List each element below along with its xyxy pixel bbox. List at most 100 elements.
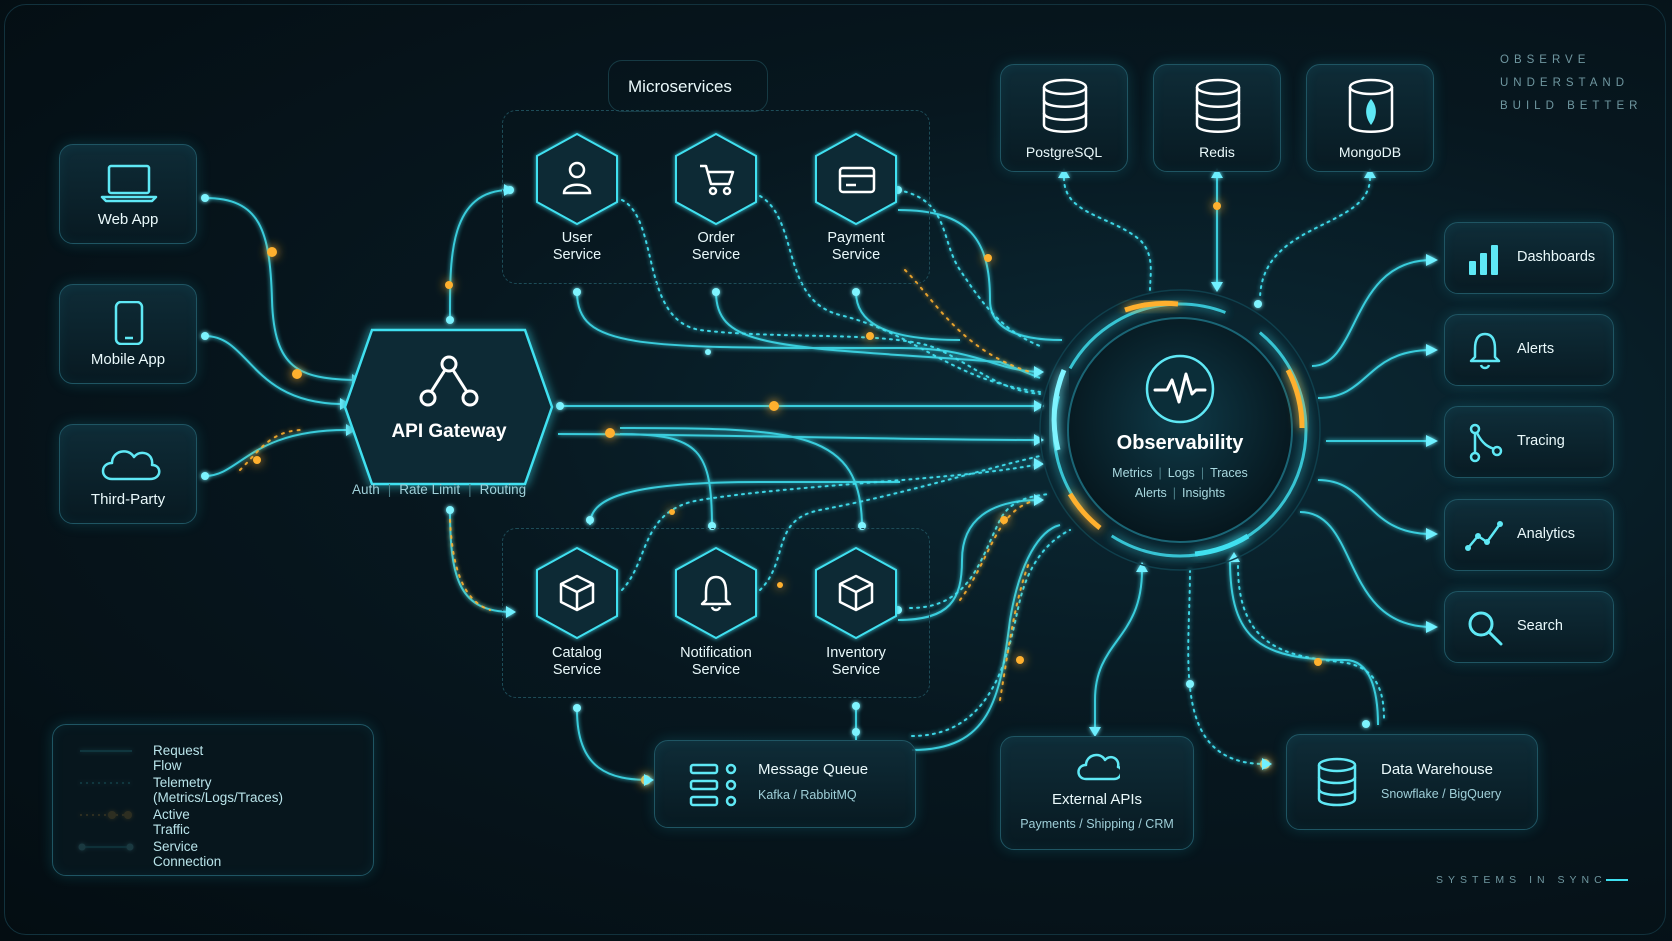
flow-gateway-obs-2	[557, 433, 1041, 441]
arrow-head	[504, 184, 514, 196]
output-dashboards[interactable]: Dashboards	[1444, 222, 1614, 294]
service-label-line-2: Service	[552, 247, 602, 263]
output-label: Tracing	[1517, 433, 1565, 449]
traffic-dot	[292, 369, 302, 379]
service-label-line-1: Inventory	[826, 645, 886, 661]
arrow-head	[644, 774, 654, 786]
telemetry-queue-obs	[911, 529, 1071, 737]
bar-chart-icon	[1469, 245, 1498, 275]
external-apis-subtitle: Payments / Shipping / CRM	[1020, 817, 1174, 831]
network-nodes-icon	[419, 355, 479, 407]
endpoint-dot	[705, 349, 711, 355]
arrow-head	[1034, 458, 1044, 470]
gateway-features: Auth|Rate Limit|Routing	[352, 482, 527, 497]
endpoint-dot	[201, 194, 209, 202]
client-label: Third-Party	[90, 491, 166, 508]
database-label: Redis	[1199, 144, 1235, 160]
endpoint-dot	[852, 288, 860, 296]
tagline-line-1: OBSERVE	[1500, 54, 1591, 66]
traffic-dot	[777, 582, 783, 588]
endpoint-dot	[446, 506, 454, 514]
service-notification[interactable]: Notification Service	[656, 645, 776, 679]
telemetry-user-obs	[621, 199, 1041, 395]
traffic-dot	[1314, 658, 1322, 666]
arrow-head	[1426, 528, 1438, 540]
trace-graph-icon	[1469, 423, 1503, 463]
service-label-line-1: User	[561, 230, 593, 246]
flow-obs-warehouse	[1229, 559, 1379, 726]
observability-signals: Metrics|Logs|Traces	[1112, 466, 1248, 480]
output-label: Alerts	[1517, 341, 1555, 357]
arrow-head	[1058, 168, 1070, 178]
flow-obs-external	[1094, 569, 1143, 730]
service-label-line-2: Service	[831, 247, 881, 263]
traffic-dot	[445, 281, 453, 289]
database-mongodb[interactable]: MongoDB	[1306, 64, 1434, 172]
endpoint-dot	[852, 728, 860, 736]
flow-thirdparty-gateway	[204, 429, 347, 477]
flow-mobileapp-gateway	[204, 335, 341, 405]
laptop-icon	[100, 164, 158, 203]
database-redis[interactable]: Redis	[1153, 64, 1281, 172]
legend-item-request-flow: Request Flow	[153, 743, 204, 773]
footer-tag: SYSTEMS IN SYNC	[1436, 874, 1607, 886]
telemetry-mongo-obs	[1259, 177, 1371, 301]
service-label-line-2: Service	[831, 662, 881, 678]
traffic-dot	[866, 332, 874, 340]
arrow-head	[1034, 366, 1044, 378]
service-inventory[interactable]: Inventory Service	[796, 645, 916, 679]
data-warehouse-title: Data Warehouse	[1381, 761, 1494, 778]
database-label: MongoDB	[1338, 144, 1402, 160]
client-third-party[interactable]: Third-Party	[59, 424, 197, 524]
arrow-head	[506, 606, 516, 618]
output-label: Dashboards	[1517, 249, 1596, 265]
service-order[interactable]: Order Service	[656, 230, 776, 264]
output-tracing[interactable]: Tracing	[1444, 406, 1614, 478]
arrow-head	[1034, 400, 1044, 412]
output-search[interactable]: Search	[1444, 591, 1614, 663]
telemetry-postgres-obs	[1063, 177, 1152, 291]
endpoint-dot	[573, 288, 581, 296]
endpoint-dot	[1362, 720, 1370, 728]
arrow-head	[1426, 254, 1438, 266]
flow-order-obs	[715, 291, 1041, 379]
cloud-icon	[1077, 753, 1120, 781]
service-label-line-2: Service	[691, 662, 741, 678]
telemetry-notification-obs	[759, 455, 1041, 591]
client-web-app[interactable]: Web App	[59, 144, 197, 244]
service-payment[interactable]: Payment Service	[796, 230, 916, 264]
endpoint-dot	[586, 516, 594, 524]
flow-payment-obs-top	[897, 209, 1063, 341]
telemetry-inventory-obs	[909, 493, 1051, 609]
arrow-head	[346, 424, 356, 436]
traffic-dot	[1213, 202, 1221, 210]
endpoint-dot	[573, 704, 581, 712]
traffic-dot	[984, 254, 992, 262]
queue-list-icon	[689, 763, 737, 807]
message-queue-box[interactable]: Message Queue Kafka / RabbitMQ	[654, 740, 916, 828]
api-gateway-label: API Gateway	[391, 421, 507, 442]
output-alerts[interactable]: Alerts	[1444, 314, 1614, 386]
arrow-head	[1426, 621, 1438, 633]
legend-item-active-traffic: Active Traffic	[153, 807, 190, 837]
credit-card-icon	[838, 166, 876, 194]
data-warehouse-box[interactable]: Data Warehouse Snowflake / BigQuery	[1286, 734, 1538, 830]
external-apis-box[interactable]: External APIs Payments / Shipping / CRM	[1000, 736, 1194, 850]
arrow-head	[1426, 344, 1438, 356]
service-user[interactable]: User Service	[517, 230, 637, 264]
user-icon	[562, 161, 592, 195]
service-catalog[interactable]: Catalog Service	[517, 645, 637, 679]
gateway-feature-rate-limit: Rate Limit	[399, 482, 461, 497]
package-box-icon	[559, 574, 595, 612]
output-analytics[interactable]: Analytics	[1444, 499, 1614, 571]
client-mobile-app[interactable]: Mobile App	[59, 284, 197, 384]
microservices-title: Microservices	[628, 77, 732, 96]
endpoint-dot	[201, 332, 209, 340]
traffic-gateway-catalog	[449, 519, 491, 611]
arrow-head	[1211, 282, 1223, 292]
database-postgresql[interactable]: PostgreSQL	[1000, 64, 1128, 172]
microservices-top-group	[502, 110, 930, 284]
package-box-icon	[838, 574, 874, 612]
extra-insights: Insights	[1182, 486, 1226, 500]
